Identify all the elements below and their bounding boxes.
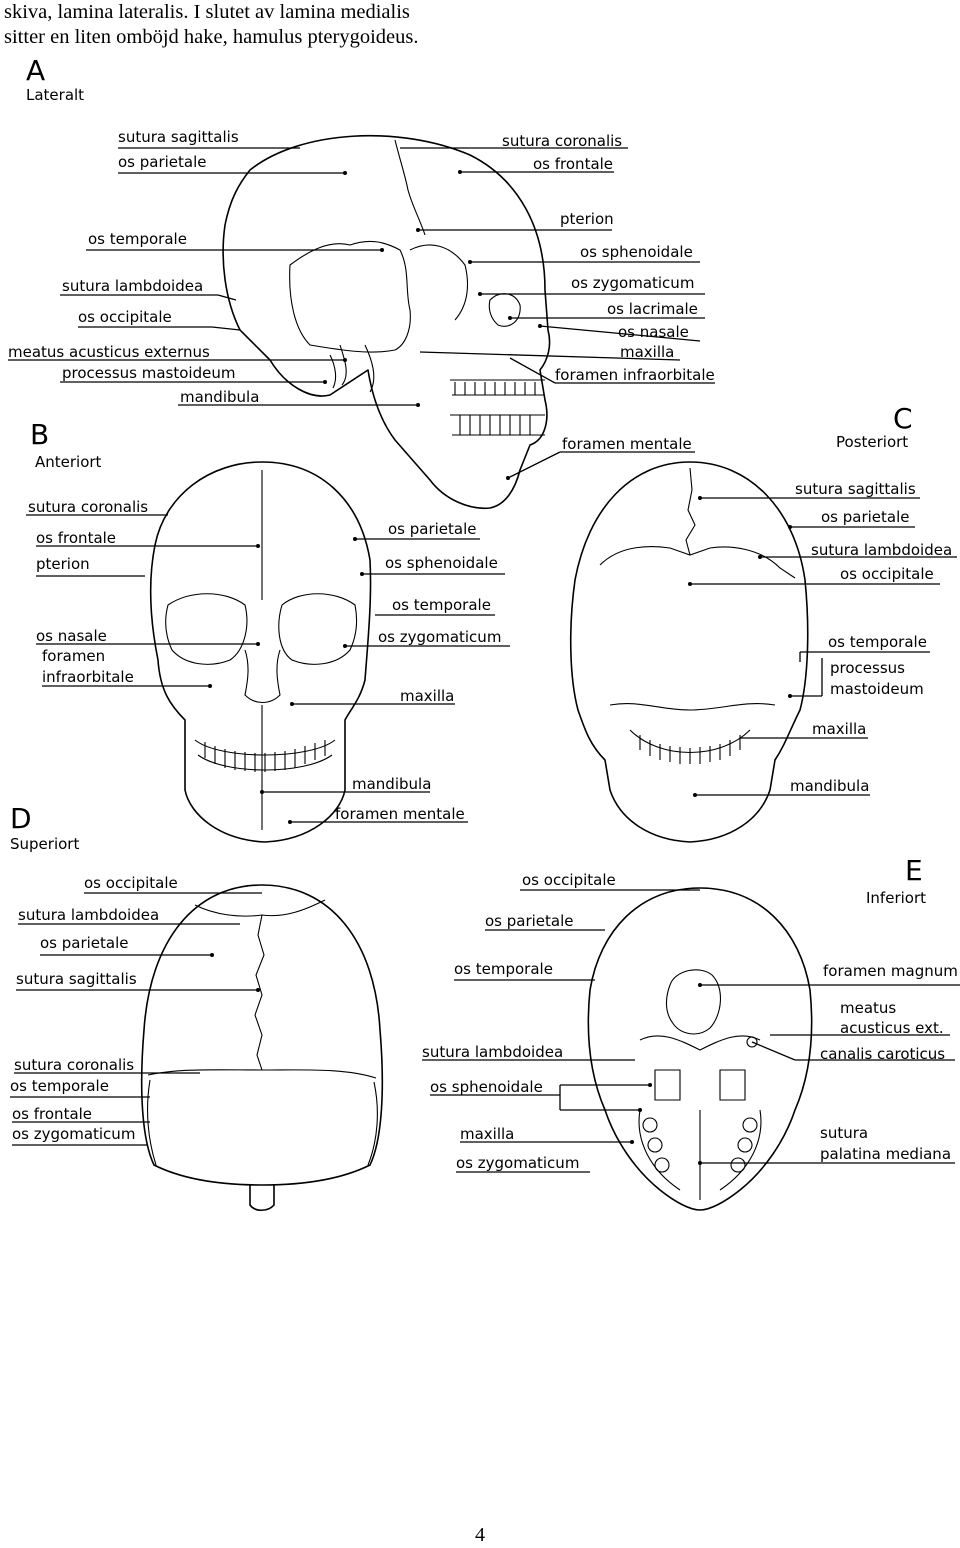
label-os-temporale: os temporale [454,960,553,978]
label-os-nasale: os nasale [36,627,107,645]
panel-d-labels: os occipitale sutura lambdoidea os parie… [10,874,178,1143]
label-os-sphenoidale: os sphenoidale [385,554,498,572]
label-sutura-lambdoidea: sutura lambdoidea [422,1043,563,1061]
label-os-temporale: os temporale [88,230,187,248]
panel-e: E Inferiort [422,854,960,1211]
label-sutura-sagittalis: sutura sagittalis [118,128,239,146]
inferior-skull-drawing [587,887,813,1211]
panel-e-leaders [422,889,960,1173]
label-os-zygomaticum: os zygomaticum [571,274,694,292]
panel-d-letter: D [10,802,32,835]
label-os-parietale: os parietale [40,934,129,952]
panel-d-leaders [10,892,262,1146]
panel-c-labels: sutura sagittalis os parietale sutura la… [790,480,952,795]
panel-c-view: Posteriort [836,433,908,451]
label-meatus: meatus [840,999,896,1017]
label-sutura-sagittalis: sutura sagittalis [16,970,137,988]
label-os-zygomaticum: os zygomaticum [12,1125,135,1143]
label-os-parietale: os parietale [388,520,477,538]
label-os-occipitale: os occipitale [78,308,172,326]
label-os-frontale: os frontale [36,529,116,547]
label-sutura-coronalis: sutura coronalis [14,1056,134,1074]
panel-c-leaders [688,496,957,797]
panel-c: C Posteriort sutura sagittalis os pariet… [569,402,957,843]
label-foramen: foramen [42,647,105,665]
label-os-temporale: os temporale [10,1077,109,1095]
label-maxilla: maxilla [460,1125,514,1143]
label-acusticus-ext: acusticus ext. [840,1019,944,1037]
label-os-sphenoidale: os sphenoidale [580,243,693,261]
intro-line-2: sitter en liten omböjd hake, hamulus pte… [4,26,419,48]
panel-e-view: Inferiort [866,889,926,907]
label-os-parietale: os parietale [821,508,910,526]
panel-e-letter: E [905,854,923,887]
label-os-parietale: os parietale [485,912,574,930]
superior-skull-drawing [140,884,384,1212]
panel-d: D Superiort os occipitale sutura lambdoi… [10,802,384,1212]
label-mastoideum: mastoideum [830,680,924,698]
label-meatus-acusticus-externus: meatus acusticus externus [8,343,210,361]
label-maxilla: maxilla [620,343,674,361]
label-os-frontale: os frontale [12,1105,92,1123]
label-canalis-caroticus: canalis caroticus [820,1045,945,1063]
label-infraorbitale: infraorbitale [42,668,134,686]
panel-b-letter: B [30,418,49,451]
panel-b-view: Anteriort [35,453,102,471]
label-sutura-lambdoidea: sutura lambdoidea [811,541,952,559]
panel-b: B Anteriort sut [26,418,510,843]
label-processus: processus [830,659,905,677]
label-processus-mastoideum: processus mastoideum [62,364,235,382]
label-pterion: pterion [36,555,90,573]
panel-a-letter: A [26,54,45,87]
label-os-zygomaticum: os zygomaticum [378,628,501,646]
label-os-zygomaticum: os zygomaticum [456,1154,579,1172]
label-maxilla: maxilla [400,687,454,705]
label-os-lacrimale: os lacrimale [607,300,698,318]
posterior-skull-drawing [569,461,809,843]
label-os-temporale: os temporale [392,596,491,614]
page-number: 4 [475,1524,485,1546]
intro-paragraph: skiva, lamina lateralis. I slutet av lam… [4,0,954,50]
label-os-occipitale: os occipitale [840,565,934,583]
label-os-temporale: os temporale [828,633,927,651]
label-mandibula: mandibula [790,777,869,795]
panel-a-view: Lateralt [26,86,84,104]
panel-e-labels: os occipitale os parietale os temporale … [422,871,958,1172]
label-os-nasale: os nasale [618,323,689,341]
label-sutura-sagittalis: sutura sagittalis [795,480,916,498]
label-foramen-mentale: foramen mentale [335,805,465,823]
label-maxilla: maxilla [812,720,866,738]
label-sutura-lambdoidea: sutura lambdoidea [18,906,159,924]
panel-a: A Lateralt [8,54,715,510]
label-pterion: pterion [560,210,614,228]
label-sutura-coronalis: sutura coronalis [28,498,148,516]
label-sutura-lambdoidea: sutura lambdoidea [62,277,203,295]
panel-b-leaders [26,514,510,824]
label-foramen-magnum: foramen magnum [823,962,958,980]
label-foramen-infraorbitale: foramen infraorbitale [555,366,715,384]
panel-a-leaders [8,147,715,480]
label-sutura: sutura [820,1124,868,1142]
panel-a-labels: sutura sagittalis os parietale sutura co… [8,128,715,453]
label-os-parietale: os parietale [118,153,207,171]
panel-d-view: Superiort [10,835,79,853]
label-foramen-mentale: foramen mentale [562,435,692,453]
lateral-skull-drawing [222,134,551,510]
label-sutura-coronalis: sutura coronalis [502,132,622,150]
label-palatina-mediana: palatina mediana [820,1145,951,1163]
label-os-occipitale: os occipitale [522,871,616,889]
label-os-occipitale: os occipitale [84,874,178,892]
label-os-sphenoidale: os sphenoidale [430,1078,543,1096]
panel-b-labels: sutura coronalis os frontale pterion os … [28,498,501,823]
anterior-skull-drawing [149,461,372,843]
label-os-frontale: os frontale [533,155,613,173]
intro-line-1: skiva, lamina lateralis. I slutet av lam… [4,1,410,23]
label-mandibula: mandibula [352,775,431,793]
label-mandibula: mandibula [180,388,259,406]
panel-c-letter: C [893,402,913,435]
